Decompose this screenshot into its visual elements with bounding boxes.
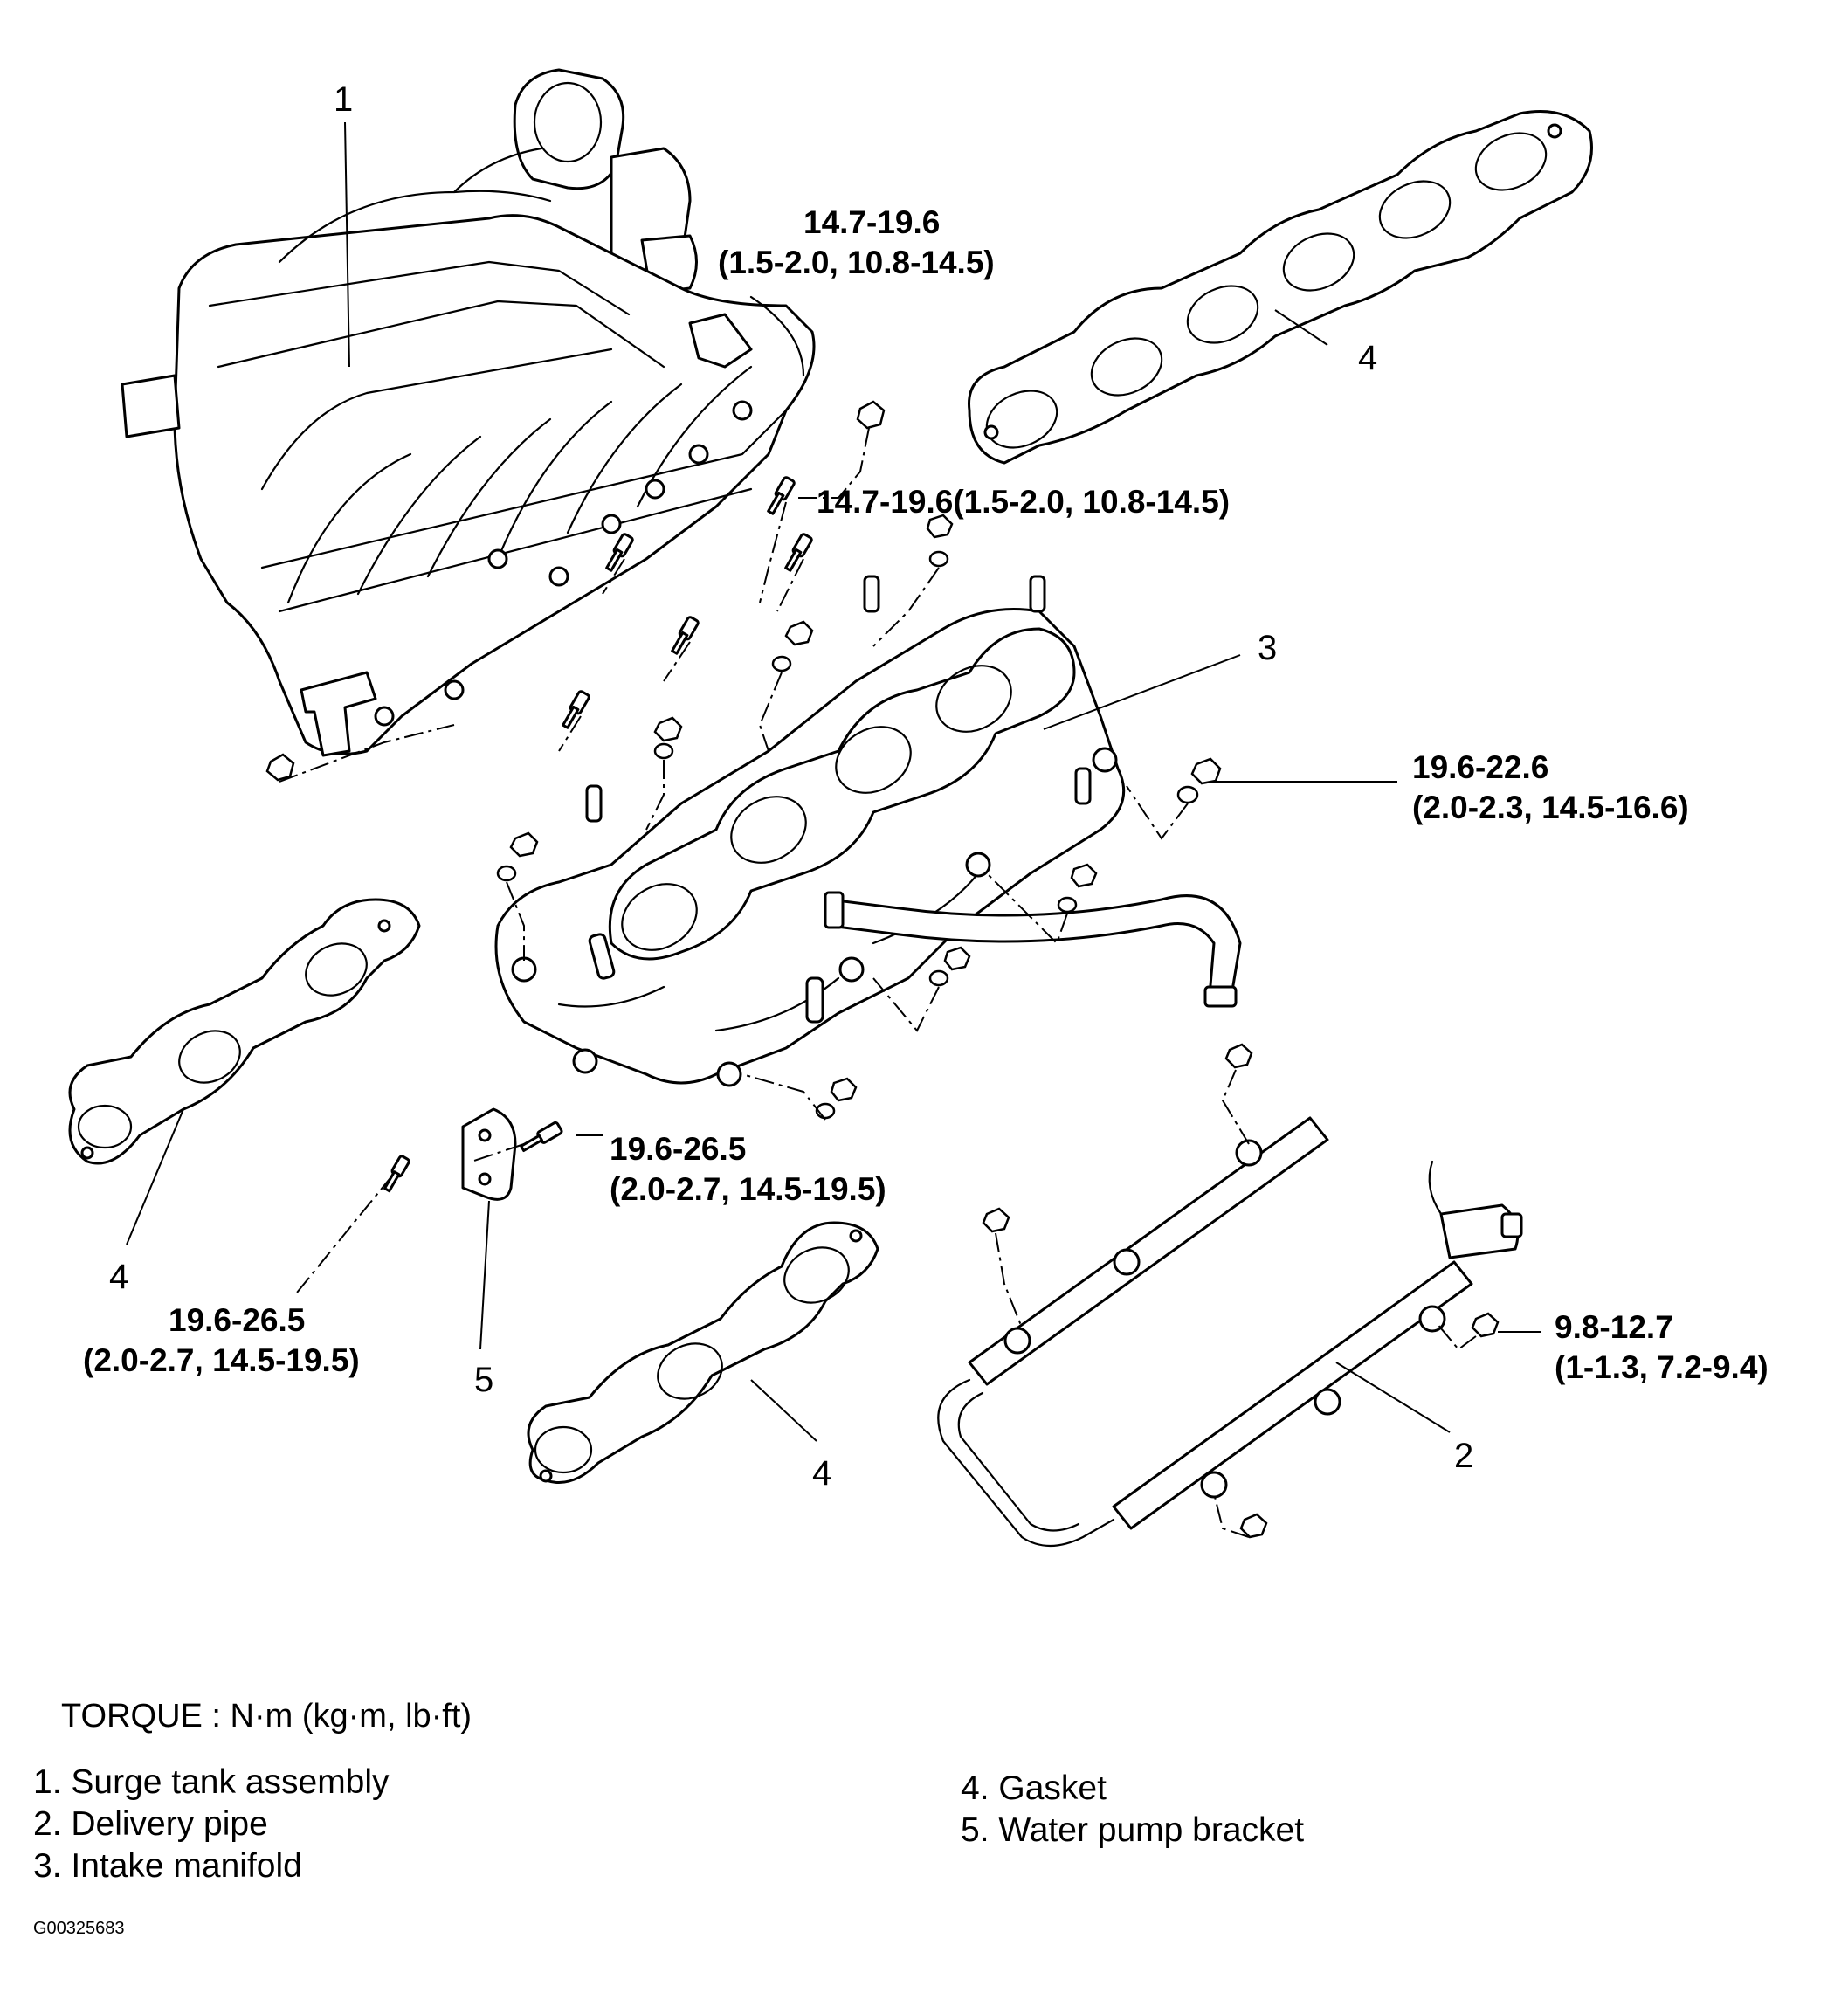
callout-4-left: 4 — [109, 1258, 129, 1296]
leader-lines — [126, 121, 1541, 1442]
callout-5: 5 — [474, 1361, 494, 1399]
gasket-bottom — [527, 1221, 879, 1484]
legend-item-3: 3. Intake manifold — [33, 1847, 302, 1885]
figure-id: G00325683 — [33, 1919, 125, 1938]
torque-unit-note: TORQUE : N·m (kg·m, lb·ft) — [61, 1698, 472, 1734]
torque-left-units: (2.0-2.7, 14.5-19.5) — [83, 1342, 360, 1378]
torque-top-value: 14.7-19.6 — [803, 204, 941, 240]
torque-bracket-value: 19.6-26.5 — [610, 1131, 747, 1167]
callout-3: 3 — [1258, 629, 1278, 667]
gasket-left — [68, 898, 421, 1165]
callout-4-top: 4 — [1358, 339, 1378, 377]
torque-right-value: 19.6-22.6 — [1412, 749, 1549, 785]
torque-bracket-units: (2.0-2.7, 14.5-19.5) — [610, 1171, 886, 1207]
torque-mid: 14.7-19.6(1.5-2.0, 10.8-14.5) — [817, 484, 1231, 520]
callout-2: 2 — [1454, 1437, 1474, 1475]
callout-4-bottom: 4 — [812, 1454, 832, 1493]
torque-pipe-value: 9.8-12.7 — [1555, 1309, 1673, 1345]
fastener-centerlines — [279, 427, 1477, 1538]
legend-item-1: 1. Surge tank assembly — [33, 1763, 390, 1801]
torque-top-units: (1.5-2.0, 10.8-14.5) — [718, 245, 995, 280]
water-pump-bracket — [461, 1107, 517, 1201]
surge-tank-assembly — [121, 68, 816, 757]
intake-manifold — [494, 575, 1242, 1087]
torque-left-value: 19.6-26.5 — [169, 1302, 306, 1338]
legend-item-5: 5. Water pump bracket — [961, 1811, 1305, 1849]
legend-item-2: 2. Delivery pipe — [33, 1805, 268, 1843]
delivery-pipe — [937, 1116, 1523, 1547]
callout-1: 1 — [334, 80, 354, 119]
torque-right-units: (2.0-2.3, 14.5-16.6) — [1412, 790, 1689, 825]
gasket-top — [968, 110, 1593, 465]
torque-pipe-units: (1-1.3, 7.2-9.4) — [1555, 1349, 1769, 1385]
legend-item-4: 4. Gasket — [961, 1769, 1107, 1807]
fasteners — [265, 400, 1500, 1539]
